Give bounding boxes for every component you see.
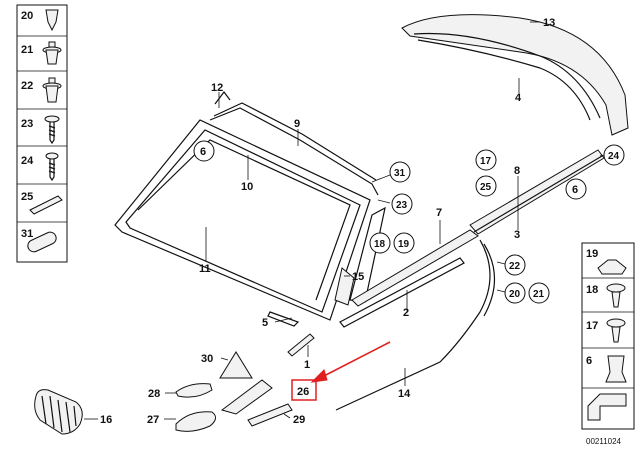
part-27 — [175, 411, 216, 432]
callout-13: 13 — [543, 17, 555, 29]
clip-icon-20 — [45, 9, 59, 32]
callout-15: 15 — [352, 271, 364, 283]
windshield-10 — [125, 129, 361, 313]
part-29 — [247, 403, 293, 427]
callout-16: 16 — [100, 414, 112, 426]
legend-label-17: 17 — [586, 320, 598, 332]
part-28 — [175, 383, 213, 398]
bracket-part — [220, 379, 273, 415]
legend-label-6: 6 — [586, 355, 592, 367]
clip-icon-19 — [597, 259, 627, 275]
front-small-parts — [34, 333, 315, 435]
seal-2 — [339, 257, 465, 328]
roof-molding-9 — [209, 107, 379, 196]
windshield-assembly — [114, 91, 379, 327]
callout-30: 30 — [201, 353, 213, 365]
leader-lines — [84, 21, 605, 420]
screw-icon-24 — [45, 152, 59, 182]
rivet-icon-22 — [42, 77, 62, 103]
callout-9: 9 — [294, 118, 300, 130]
legend-label-20: 20 — [21, 10, 33, 22]
callout-29: 29 — [293, 414, 305, 426]
callout-14: 14 — [398, 388, 411, 400]
rivet-icon-17 — [606, 318, 626, 343]
callout-20: 20 — [509, 289, 521, 300]
legend-label-22: 22 — [21, 80, 33, 92]
callout-3: 3 — [514, 229, 520, 241]
callout-12: 12 — [211, 82, 223, 94]
part-1 — [287, 333, 315, 357]
legend-label-18: 18 — [586, 284, 598, 296]
illustration-symbol-icon — [587, 393, 627, 421]
callout-28: 28 — [148, 388, 160, 400]
legend-label-21: 21 — [21, 44, 33, 56]
callout-6-seal: 6 — [572, 184, 578, 196]
callout-18: 18 — [374, 239, 386, 250]
legend-label-31: 31 — [21, 228, 33, 240]
rivet-icon-21 — [42, 41, 62, 65]
callout-23: 23 — [396, 200, 408, 211]
door-frame-seals — [335, 149, 605, 411]
clip-12 — [214, 91, 231, 105]
callout-2: 2 — [403, 307, 409, 319]
screw-icon-23 — [44, 115, 60, 145]
callout-31: 31 — [394, 168, 406, 179]
legend-label-25: 25 — [21, 191, 33, 203]
callout-24: 24 — [608, 151, 620, 162]
callout-4: 4 — [515, 92, 522, 104]
callout-7: 7 — [436, 207, 442, 219]
callout-6-windshield: 6 — [200, 146, 206, 158]
callout-5: 5 — [262, 317, 268, 329]
seal-14 — [335, 239, 491, 411]
highlight-arrow — [310, 341, 391, 383]
seal-7 — [351, 229, 479, 307]
windshield-seal-11 — [114, 119, 371, 321]
callout-8: 8 — [514, 165, 520, 177]
legend-label-24: 24 — [21, 155, 34, 167]
pad-icon-31 — [27, 231, 57, 253]
roof-seal-assembly — [401, 14, 629, 136]
callout-19: 19 — [398, 239, 410, 250]
callout-11: 11 — [199, 263, 211, 275]
callout-21: 21 — [533, 289, 545, 300]
legend-label-19: 19 — [586, 248, 598, 260]
roof-channel-4 — [413, 32, 601, 119]
callout-10: 10 — [241, 181, 253, 193]
callout-26: 26 — [297, 386, 309, 398]
tape-icon-25 — [29, 195, 63, 215]
legend-label-23: 23 — [21, 118, 33, 130]
warning-triangle-30 — [219, 351, 253, 379]
callout-22: 22 — [509, 261, 521, 272]
callout-27: 27 — [147, 414, 159, 426]
highlight-box-26 — [291, 379, 317, 401]
document-number: 00211024 — [586, 437, 622, 446]
corner-cover-15 — [334, 267, 355, 306]
clip-icon-6 — [605, 355, 627, 383]
callout-17: 17 — [480, 156, 492, 167]
legend-left: 20 21 22 23 24 25 31 — [16, 4, 68, 263]
roof-seal-13 — [401, 14, 629, 136]
rivet-icon-18 — [606, 283, 626, 308]
callout-labels: 12 9 10 11 5 15 2 7 8 3 4 13 14 1 16 30 … — [100, 17, 625, 426]
callout-25: 25 — [480, 182, 492, 193]
legend-right: 19 18 17 6 — [581, 242, 635, 430]
callout-1: 1 — [304, 359, 310, 371]
grille-16 — [34, 389, 83, 435]
part-5 — [267, 311, 300, 327]
